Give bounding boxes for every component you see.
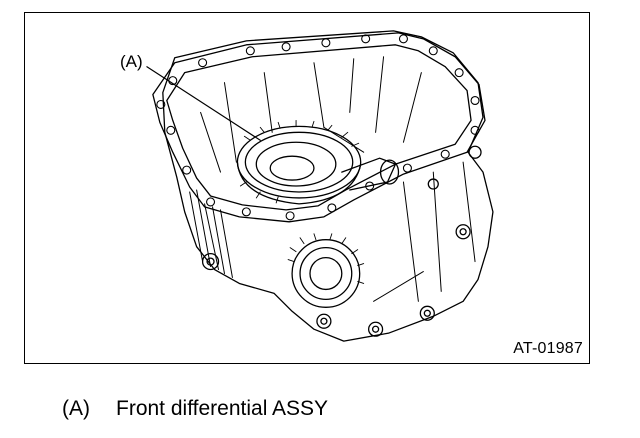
case-flange-inner (166, 44, 472, 211)
axle-bore (287, 233, 365, 308)
housing-outline (162, 30, 494, 342)
inner-ribs (200, 56, 422, 173)
case-flange-outer (152, 32, 486, 223)
callout-label-a: (A) (120, 52, 143, 71)
legend-key: (A) (62, 397, 90, 420)
flange-bolt-holes (156, 34, 480, 221)
mounting-bosses (201, 145, 482, 337)
front-differential-assy (236, 119, 400, 205)
housing-ribs (189, 161, 476, 302)
legend: (A) Front differential ASSY (62, 398, 328, 419)
figure-code: AT-01987 (513, 340, 583, 357)
figure-frame: (A) AT-01987 (24, 12, 590, 364)
callout-leader-line (146, 66, 261, 141)
transmission-case-drawing (146, 30, 494, 342)
legend-text: Front differential ASSY (116, 397, 329, 420)
